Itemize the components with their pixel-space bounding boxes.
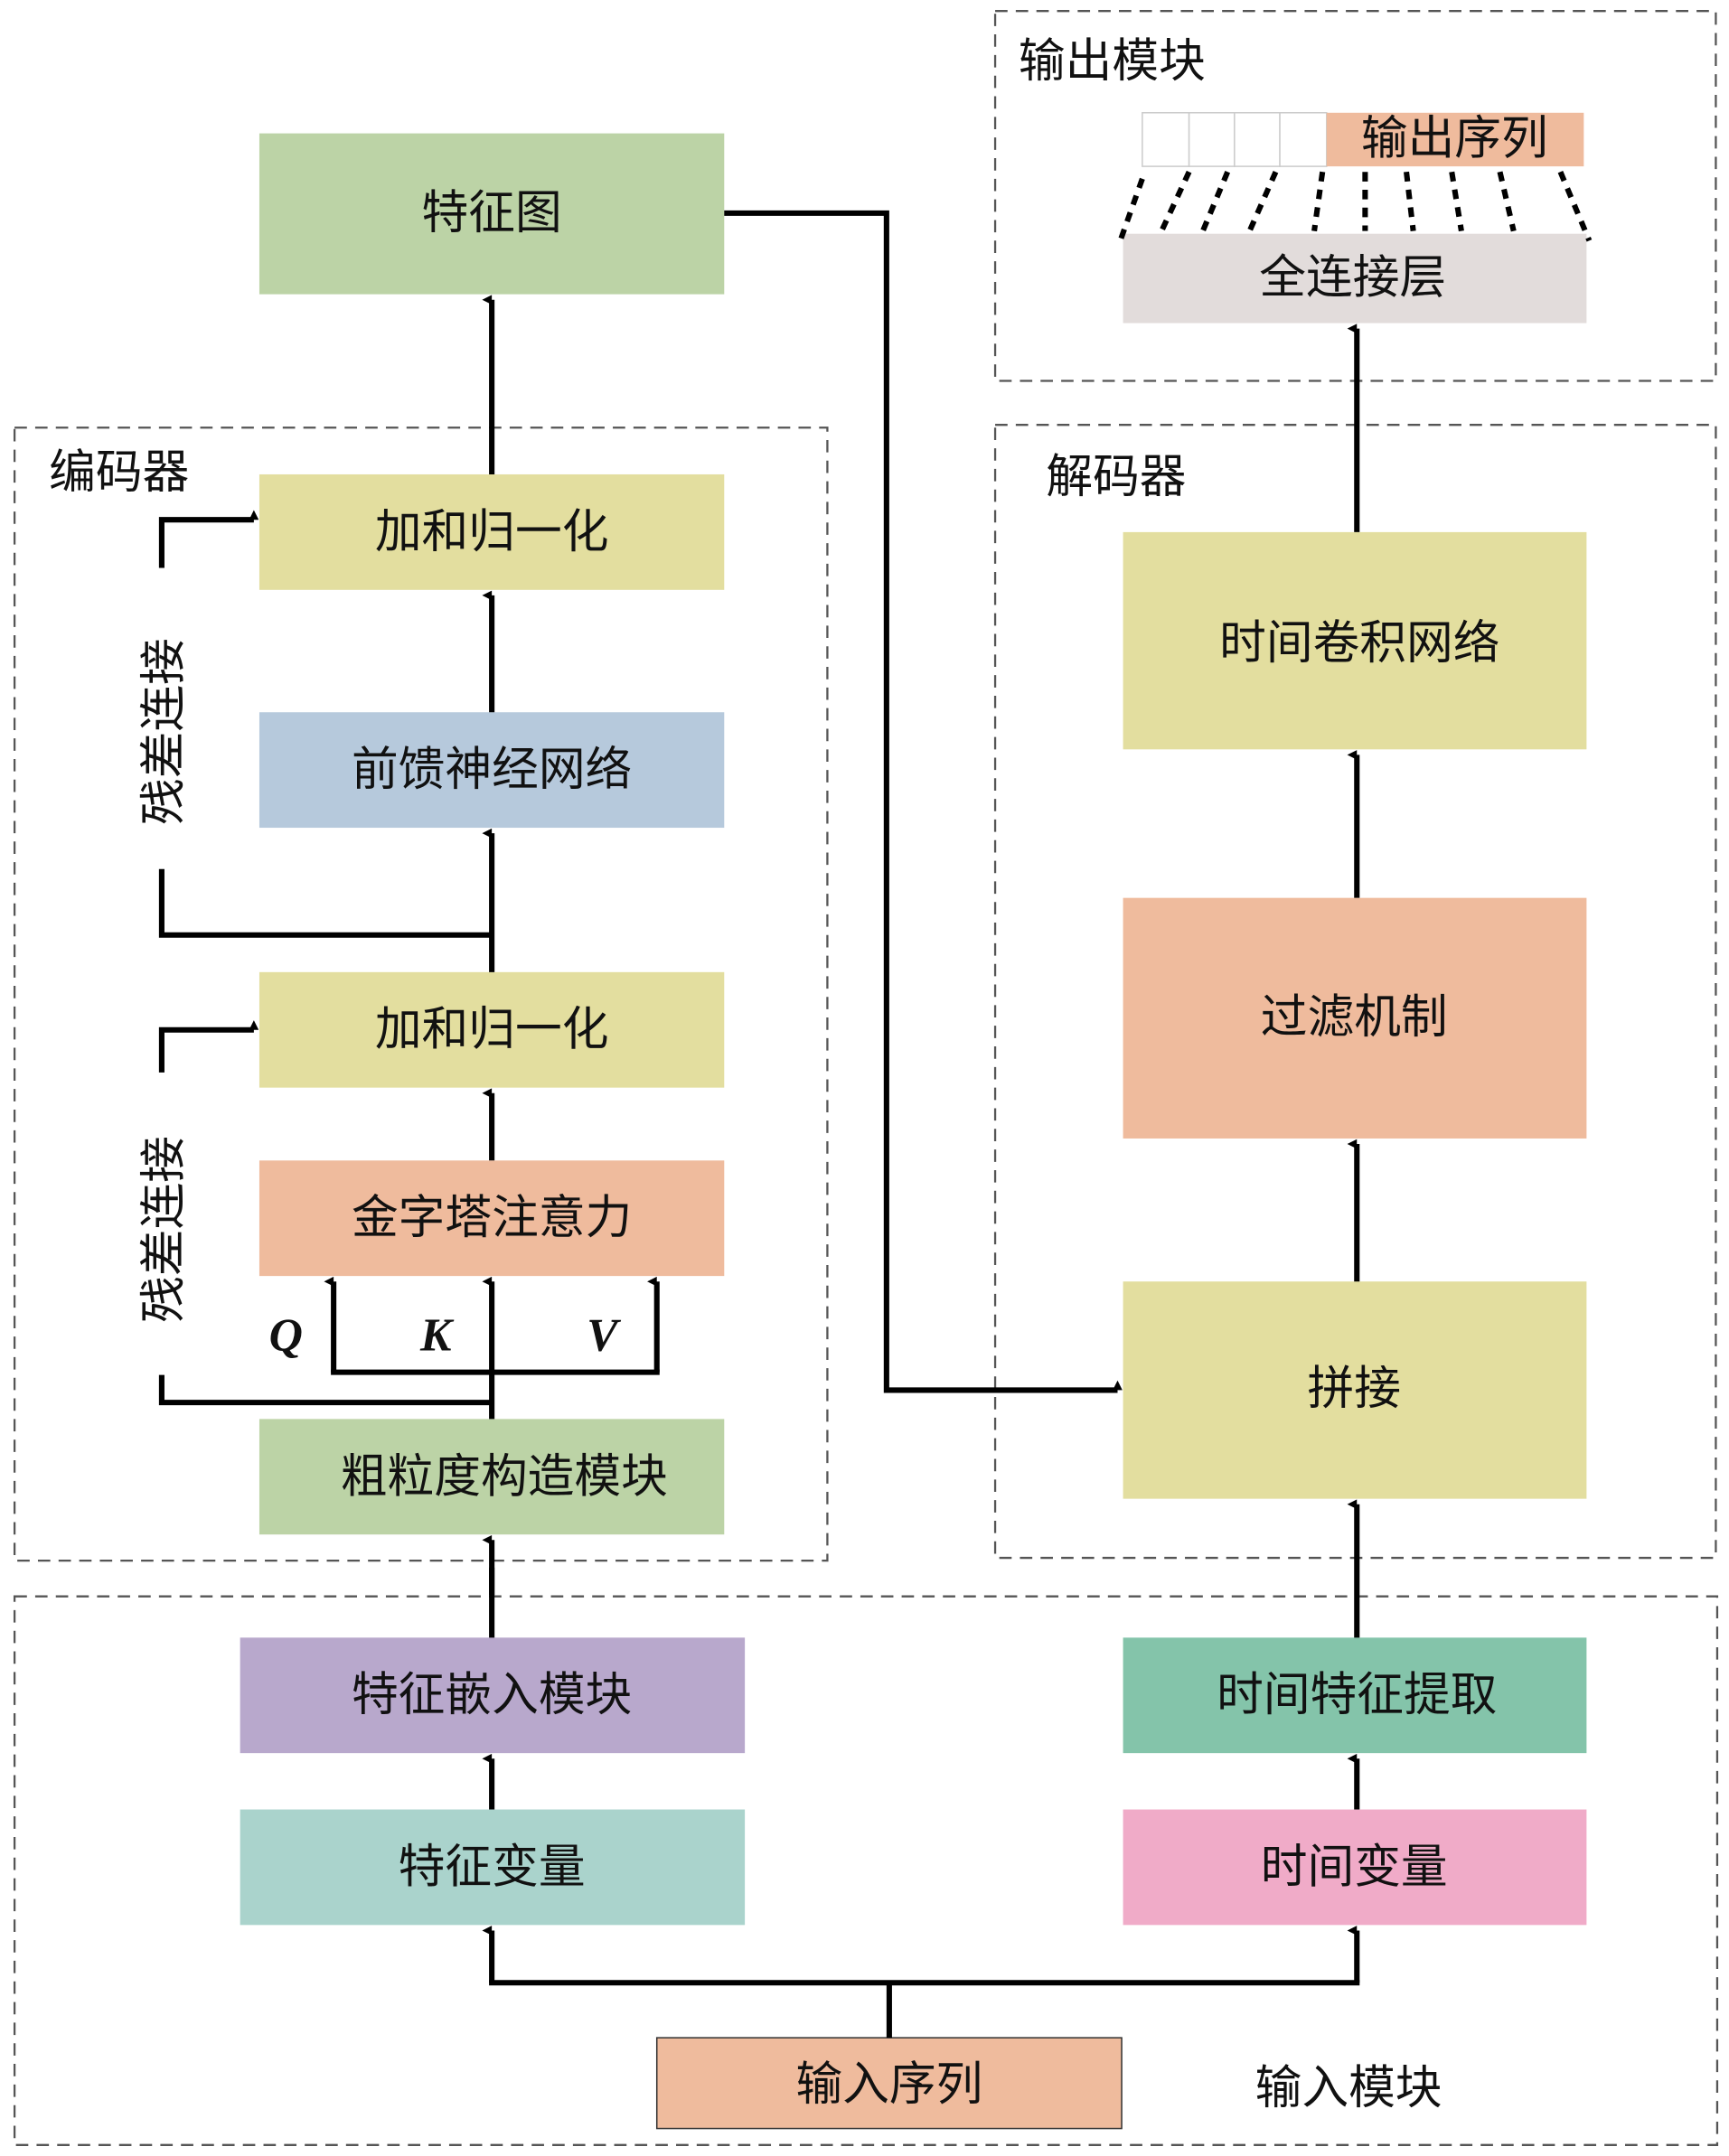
box-rect xyxy=(1123,1637,1587,1754)
box-rect xyxy=(258,1419,725,1535)
box-add-norm-top: 加和归一化 xyxy=(258,473,725,590)
encoder-frame xyxy=(13,427,829,1562)
output-cell xyxy=(1234,112,1281,167)
box-time-feature-extraction: 时间特征提取 xyxy=(1123,1637,1587,1754)
box-rect xyxy=(258,473,725,590)
encoder-connectors xyxy=(158,295,660,1638)
output-cell xyxy=(1142,112,1190,167)
box-fc-layer: 全连接层 xyxy=(1123,233,1587,323)
box-rect xyxy=(258,133,725,295)
svg-text:时间变量: 时间变量 xyxy=(1261,1840,1448,1894)
svg-text:前馈神经网络: 前馈神经网络 xyxy=(352,743,632,797)
v-label: V xyxy=(587,1309,621,1361)
box-rect xyxy=(240,1637,746,1754)
svg-text:时间卷积网络: 时间卷积网络 xyxy=(1219,616,1499,670)
box-input-sequence: 输入序列 xyxy=(655,2037,1123,2130)
svg-text:加和归一化: 加和归一化 xyxy=(375,505,609,559)
box-feature-map: 特征图 xyxy=(258,133,725,295)
box-feature-embedding: 特征嵌入模块 xyxy=(240,1637,746,1754)
svg-text:加和归一化: 加和归一化 xyxy=(375,1003,609,1057)
fc-dotted-connections xyxy=(1117,170,1593,242)
svg-text:粗粒度构造模块: 粗粒度构造模块 xyxy=(341,1449,668,1504)
box-rect xyxy=(1123,233,1587,323)
output-sequence-strip: 输出序列 xyxy=(1142,112,1584,167)
box-tcn: 时间卷积网络 xyxy=(1123,531,1587,750)
output-module-label: 输出模块 xyxy=(1019,34,1206,89)
output-cell xyxy=(1279,112,1328,167)
input-module-frame xyxy=(13,1595,1719,2146)
decoder-connectors xyxy=(724,210,1360,1638)
input-module-label: 输入模块 xyxy=(1255,2061,1442,2115)
box-pyramid-attention: 金字塔注意力 xyxy=(258,1160,725,1277)
box-rect xyxy=(258,1160,725,1277)
svg-text:时间特征提取: 时间特征提取 xyxy=(1217,1668,1497,1722)
box-rect xyxy=(1123,897,1587,1139)
svg-text:拼接: 拼接 xyxy=(1308,1362,1401,1416)
box-rect xyxy=(655,2037,1123,2130)
svg-text:输入序列: 输入序列 xyxy=(795,2058,982,2112)
svg-text:特征嵌入模块: 特征嵌入模块 xyxy=(352,1668,632,1722)
svg-text:特征变量: 特征变量 xyxy=(399,1840,586,1894)
box-time-variables: 时间变量 xyxy=(1123,1809,1587,1926)
svg-text:金字塔注意力: 金字塔注意力 xyxy=(352,1191,632,1245)
q-label: Q xyxy=(269,1309,303,1361)
output-sequence-label: 输出序列 xyxy=(1361,112,1548,166)
box-add-norm-bottom: 加和归一化 xyxy=(258,971,725,1088)
input-connectors xyxy=(482,1753,1360,2039)
k-label: K xyxy=(419,1309,455,1361)
box-concat: 拼接 xyxy=(1123,1281,1587,1499)
box-coarse-module: 粗粒度构造模块 xyxy=(258,1419,725,1535)
box-rect xyxy=(1123,1809,1587,1926)
box-rect xyxy=(1123,531,1587,750)
encoder-label: 编码器 xyxy=(49,445,189,500)
decoder-label: 解码器 xyxy=(1046,450,1186,504)
box-rect xyxy=(258,971,725,1088)
box-ffn: 前馈神经网络 xyxy=(258,712,725,829)
box-rect xyxy=(1123,1281,1587,1499)
box-rect xyxy=(258,712,725,829)
svg-text:过滤机制: 过滤机制 xyxy=(1261,990,1448,1045)
output-cell xyxy=(1188,112,1236,167)
box-feature-variables: 特征变量 xyxy=(240,1809,746,1926)
svg-text:特征图: 特征图 xyxy=(422,186,562,240)
residual-label-bottom: 残差连接 xyxy=(137,1136,192,1323)
box-output-sequence xyxy=(1326,112,1584,167)
residual-label-top: 残差连接 xyxy=(137,638,192,825)
box-rect xyxy=(240,1809,746,1926)
box-filter-mechanism: 过滤机制 xyxy=(1123,897,1587,1139)
svg-text:全连接层: 全连接层 xyxy=(1259,250,1446,305)
